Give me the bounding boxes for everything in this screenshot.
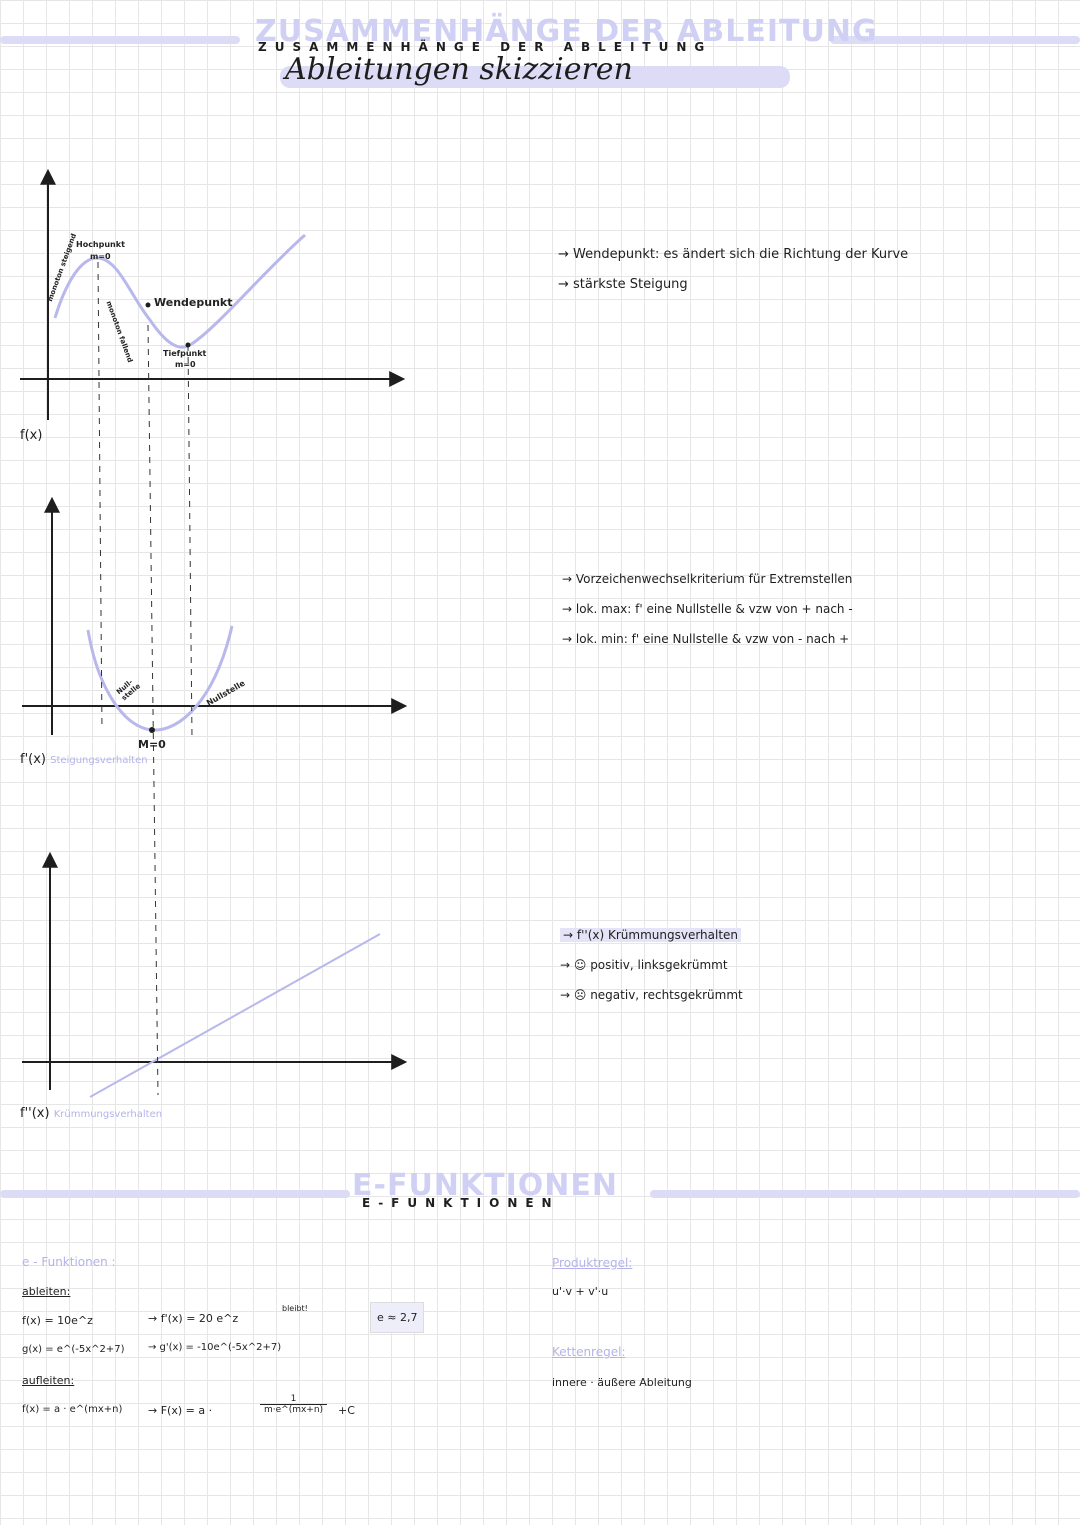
efunc-f-derivative: → f'(x) = 20 e^z <box>148 1312 239 1325</box>
graph1-function-label: f(x) <box>20 428 43 443</box>
dash-tiefpunkt <box>187 344 193 739</box>
efunc-ghost-title: E-FUNKTIONEN <box>352 1168 618 1203</box>
wendepunkt-point <box>145 302 151 308</box>
kettenregel-title: Kettenregel: <box>552 1345 626 1359</box>
efunc-rule-right <box>650 1190 1080 1198</box>
graph2-minimum-label: M=0 <box>138 738 166 751</box>
efunc-rule-left <box>0 1190 350 1198</box>
subtitle-highlight <box>280 66 790 88</box>
graph1-curve <box>53 233 306 349</box>
tiefpunkt-label: Tiefpunkt <box>163 349 207 358</box>
efunc-spaced-title: E-FUNKTIONEN <box>362 1196 560 1210</box>
note2-line-1: → Vorzeichenwechselkriterium für Extrems… <box>562 572 853 586</box>
graph2-function-label: f'(x) Steigungsverhalten <box>20 752 148 767</box>
header-rule-left <box>0 36 240 44</box>
graph2-function-name: f'(x) <box>20 752 46 767</box>
header-rule-right <box>830 36 1080 44</box>
graph2-note: Steigungsverhalten <box>50 755 148 766</box>
graph3-note: Krümmungsverhalten <box>53 1109 163 1120</box>
header-spaced-title: ZUSAMMENHÄNGE DER ABLEITUNG <box>258 40 713 54</box>
wendepunkt-label: Wendepunkt <box>154 296 233 309</box>
dash-hochpunkt <box>97 261 103 731</box>
header-ghost-title: ZUSAMMENHÄNGE DER ABLEITUNG <box>255 14 878 49</box>
efunc-bleibt-note: bleibt! <box>282 1304 308 1313</box>
hochpunkt-label: Hochpunkt <box>76 240 125 249</box>
note1-line-2: → stärkste Steigung <box>558 277 688 292</box>
dash-wendepunkt <box>147 324 159 1096</box>
note3-line-1: → f''(x) Krümmungsverhalten <box>560 928 742 942</box>
produktregel-formula: u'·v + v'·u <box>552 1285 609 1298</box>
graph3-function-label: f''(x) Krümmungsverhalten <box>20 1106 162 1121</box>
tiefpunkt-m-label: m=0 <box>175 360 196 369</box>
efunc-fraction-denominator: m·e^(mx+n) <box>264 1405 324 1415</box>
efunc-g-definition: g(x) = e^(-5x^2+7) <box>22 1344 125 1355</box>
page-subtitle: Ableitungen skizzieren <box>285 52 633 87</box>
euler-number-box: e ≈ 2,7 <box>370 1302 425 1333</box>
produktregel-title: Produktregel: <box>552 1256 633 1270</box>
note2-line-2: → lok. max: f' eine Nullstelle & vzw von… <box>562 602 853 616</box>
note1-line-1: → Wendepunkt: es ändert sich die Richtun… <box>558 247 909 262</box>
graph2-minimum-point <box>149 727 155 733</box>
note3-line-3: → ☹ negativ, rechtsgekrümmt <box>560 988 743 1002</box>
efunc-g-derivative: → g'(x) = -10e^(-5x^2+7) <box>148 1342 282 1353</box>
efunc-plus-c: +C <box>338 1404 355 1417</box>
efunc-ableiten-label: ableiten: <box>22 1285 71 1298</box>
efunc-f-definition: f(x) = 10e^z <box>22 1314 93 1327</box>
note3-line-2: → ☺ positiv, linksgekrümmt <box>560 958 728 972</box>
efunc-fraction: 1 m·e^(mx+n) <box>260 1394 328 1415</box>
kettenregel-formula: innere · äußere Ableitung <box>552 1376 692 1389</box>
graph2-curve <box>86 625 234 732</box>
tiefpunkt-point <box>185 342 191 348</box>
note3-text-1: → f''(x) Krümmungsverhalten <box>560 928 742 942</box>
graph3-function-name: f''(x) <box>20 1106 50 1121</box>
hochpunkt-m-label: m=0 <box>90 252 111 261</box>
note2-line-3: → lok. min: f' eine Nullstelle & vzw von… <box>562 632 850 646</box>
efunc-heading: e - Funktionen : <box>22 1255 116 1269</box>
efunc-aufleiten-label: aufleiten: <box>22 1374 75 1387</box>
efunc-F-integral: → F(x) = a · <box>148 1404 213 1417</box>
efunc-fraction-numerator: 1 <box>260 1394 328 1405</box>
graph3-line <box>89 933 381 1098</box>
efunc-F-definition: f(x) = a · e^(mx+n) <box>22 1404 123 1415</box>
